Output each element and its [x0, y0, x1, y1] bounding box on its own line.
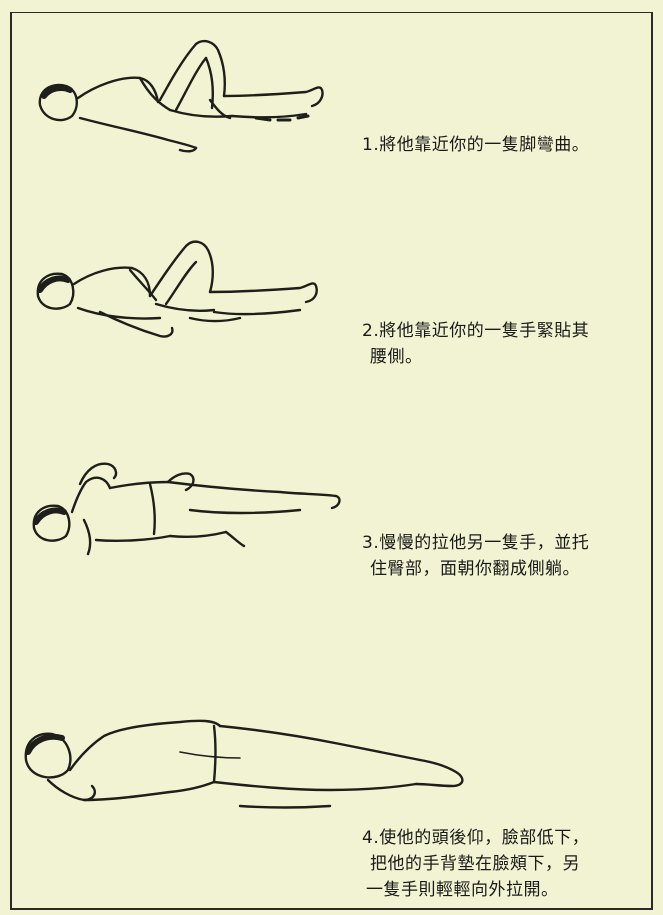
step-4-line-2: 把他的手背墊在臉頰下，另 — [362, 851, 589, 877]
step-3-line-2: 住臀部，面朝你翻成側躺。 — [362, 556, 589, 582]
step-4-line-1: 4.使他的頭後仰，臉部低下， — [362, 825, 589, 851]
step-2-text: 2.將他靠近你的一隻手緊貼其 腰側。 — [362, 318, 589, 370]
step-1-text: 1.將他靠近你的一隻脚彎曲。 — [362, 132, 589, 158]
step-1-line-1: 1.將他靠近你的一隻脚彎曲。 — [362, 132, 589, 158]
figure-3-illustration — [34, 464, 340, 554]
step-2-line-1: 2.將他靠近你的一隻手緊貼其 — [362, 318, 589, 344]
step-4-line-3: 一隻手則輕輕向外拉開。 — [362, 877, 589, 903]
figure-1-illustration — [40, 41, 323, 151]
step-4-text: 4.使他的頭後仰，臉部低下， 把他的手背墊在臉頰下，另 一隻手則輕輕向外拉開。 — [362, 825, 589, 903]
step-3-text: 3.慢慢的拉他另一隻手，並托 住臀部，面朝你翻成側躺。 — [362, 530, 589, 582]
figure-4-illustration — [26, 721, 463, 808]
step-2-line-2: 腰側。 — [362, 344, 589, 370]
step-3-line-1: 3.慢慢的拉他另一隻手，並托 — [362, 530, 589, 556]
figure-2-illustration — [38, 242, 317, 337]
